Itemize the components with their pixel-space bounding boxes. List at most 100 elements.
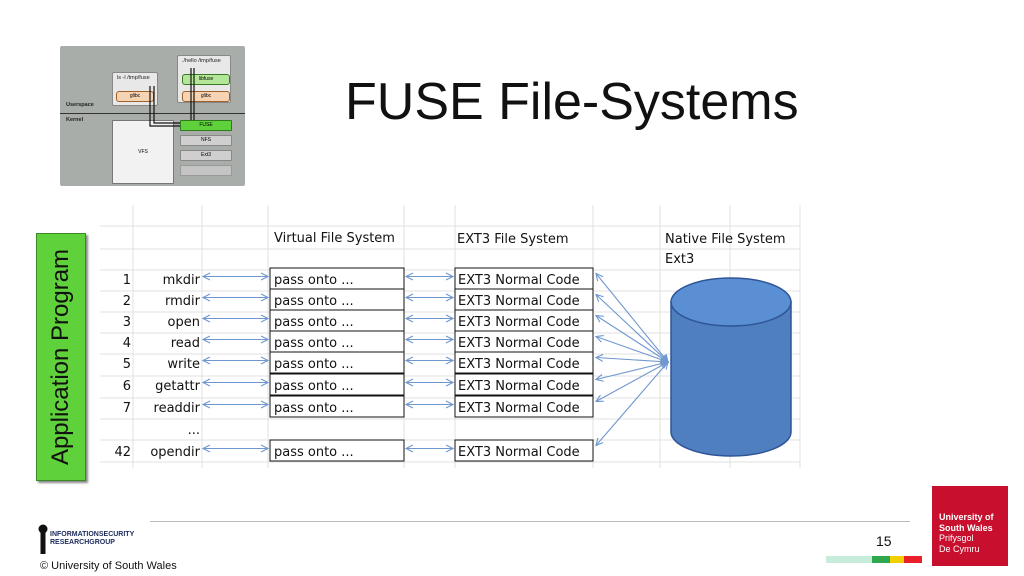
isrg-logo: INFORMATIONSECURITY RESEARCHGROUP [38,524,178,554]
arrow-head [445,378,455,387]
ext3-module-box: Ext3 [180,150,232,161]
row-number: 2 [123,294,131,309]
userspace-label: Userspace [66,102,94,108]
arrow-head [594,314,604,323]
arrow-head [594,334,604,343]
vfs-cell-box [269,395,405,418]
row-vfs-action: pass onto ... [274,401,354,416]
uni-name-en-2: South Wales [939,522,993,533]
arrow-line [595,361,669,446]
arrow-head [201,378,211,387]
arrow-head [594,394,604,403]
ext3-cell-box [454,395,594,418]
vfs-cell-box [269,439,405,462]
header-ext3-file-system: EXT3 File System [457,232,569,247]
isrg-logo-line2: RESEARCHGROUP [50,539,115,546]
arrow-line [595,361,669,402]
row-vfs-action: pass onto ... [274,357,354,372]
native-database-cylinder [670,277,792,457]
row-number: 6 [123,379,131,394]
row-number: 3 [123,315,131,330]
header-native-file-system: Native File System [665,232,786,247]
row-number: 1 [123,273,131,288]
row-vfs-action: pass onto ... [274,294,354,309]
arrow-line [595,356,669,363]
arrow-head [445,400,455,409]
arrow-head [201,314,211,323]
row-ext3-code: EXT3 Normal Code [458,336,580,351]
arrow-head [260,378,270,387]
row-operation: mkdir [163,273,201,288]
brand-color-strip [826,556,922,563]
arrow-head [404,335,414,344]
arrow-head [404,272,414,281]
arrow-head [445,335,455,344]
arrow-head [404,314,414,323]
glibc-box-right: glibc [182,91,230,102]
arrow-head [260,335,270,344]
strip-yellow [890,556,904,563]
slide-title: FUSE File-Systems [345,73,799,131]
arrow-head [201,444,211,453]
row-vfs-action: pass onto ... [274,315,354,330]
row-number: 4 [123,336,131,351]
ext3-cell-box [454,439,594,462]
arrow-head [595,293,604,303]
university-logo: University of South Wales Prifysgol De C… [932,486,1008,566]
arrow-head [594,353,604,362]
vfs-cell-box [269,351,405,374]
kernel-label: Kernel [66,117,84,123]
vfs-cell-box [269,373,405,396]
strip-green [872,556,890,563]
copyright-text: © University of South Wales [40,560,177,572]
isrg-logo-line1: INFORMATIONSECURITY [50,531,135,538]
arrow-head [201,356,211,365]
hello-command-label: ./hello /tmp/fuse [182,58,221,64]
row-operation: write [167,357,200,372]
fuse-call-path [149,68,195,127]
arrow-head [260,314,270,323]
arrow-line [595,294,669,363]
arrow-head [595,272,604,282]
cell-borders [269,267,594,462]
row-ext3-code: EXT3 Normal Code [458,273,580,288]
ext3-cell-box [454,351,594,374]
nfs-module-box: NFS [180,135,232,146]
row-operation: opendir [150,445,200,460]
arrow-head [445,314,455,323]
arrow-line [595,361,669,381]
arrow-head [660,361,669,370]
arrow-head [260,293,270,302]
footer-divider [150,521,910,522]
row-operation: rmdir [165,294,201,309]
vfs-label: VFS [138,149,148,155]
empty-module-box [180,165,232,176]
arrow-head [595,437,604,447]
row-ext3-code: EXT3 Normal Code [458,315,580,330]
arrow-head [260,400,270,409]
arrow-head [445,272,455,281]
row-ext3-code: EXT3 Normal Code [458,445,580,460]
arrow-head [260,444,270,453]
libfuse-box: libfuse [182,74,230,85]
uni-name-cy-1: Prifysgol [939,533,974,543]
arrow-line [595,315,669,363]
row-operation: readdir [154,401,201,416]
uni-name-en-1: University of [939,512,994,522]
fuse-module-box: FUSE [180,120,232,131]
arrow-head [404,356,414,365]
arrow-head [201,293,211,302]
ext3-cell-box [454,373,594,396]
page-number: 15 [876,533,892,549]
kernel-divider [60,113,245,114]
arrow-head [445,356,455,365]
arrow-head [404,293,414,302]
row-ext3-code: EXT3 Normal Code [458,401,580,416]
ls-command-label: ls -l /tmp/fuse [117,75,150,81]
arrow-head [201,335,211,344]
row-operation: ... [188,423,200,438]
cylinder-body [670,301,792,457]
row-operation: getattr [155,379,201,394]
row-vfs-action: pass onto ... [274,273,354,288]
